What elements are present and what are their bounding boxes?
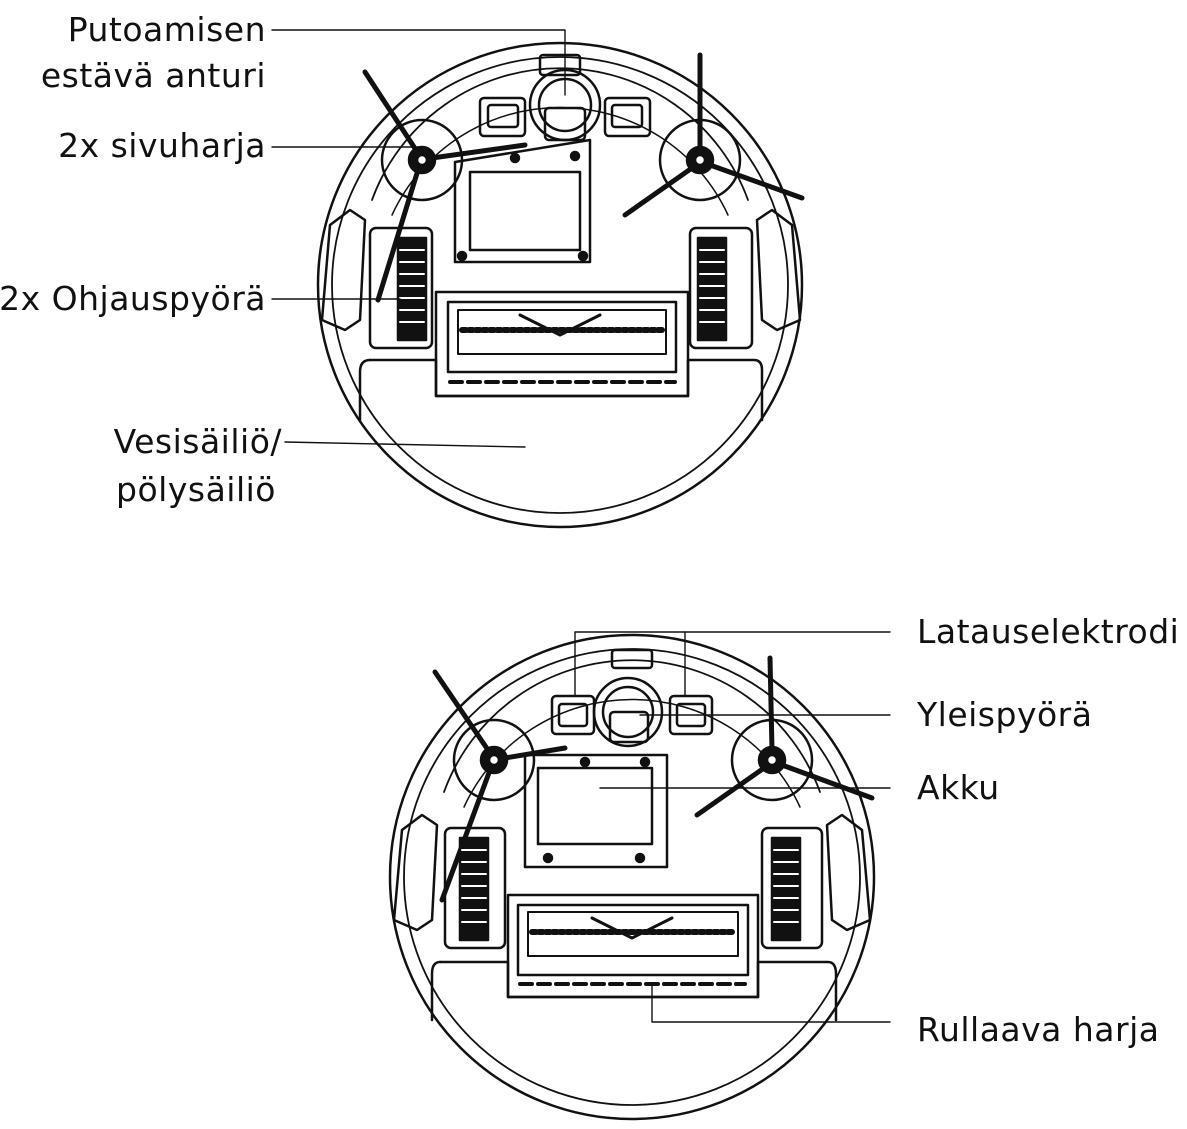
tank-top xyxy=(368,358,764,422)
side-brush-top-right xyxy=(622,52,805,218)
leader-tank xyxy=(284,441,526,448)
tank-bottom xyxy=(430,960,442,1022)
cliff-sensor-top-left xyxy=(478,96,527,138)
leader-charging-electrode xyxy=(574,631,891,696)
drive-wheel-bottom-left xyxy=(443,826,507,950)
label-charging-electrode: Latauselektrodi xyxy=(917,612,1180,651)
side-brush-top-left xyxy=(362,69,528,303)
charging-electrode-left xyxy=(550,694,596,736)
label-tank-line2: pölysäiliö xyxy=(116,470,276,509)
robot-top xyxy=(316,41,805,529)
label-side-brush: 2x sivuharja xyxy=(58,126,266,165)
label-universal-wheel: Yleispyörä xyxy=(917,695,1093,734)
label-tank-line1: Vesisäiliö/ xyxy=(113,422,282,461)
battery-bottom xyxy=(523,753,669,869)
side-brush-bottom-right xyxy=(694,655,875,818)
roller-brush-top xyxy=(434,290,690,398)
label-drive-wheel: 2x Ohjauspyörä xyxy=(0,279,266,318)
drive-wheel-top-right xyxy=(688,226,754,350)
label-cliff-sensor-line2: estävä anturi xyxy=(40,56,266,95)
leader-lines xyxy=(271,29,891,1023)
battery-top xyxy=(453,138,592,264)
label-cliff-sensor-line1: Putoamisen xyxy=(67,10,266,49)
leader-cliff-sensor xyxy=(271,29,566,96)
roller-brush-bottom xyxy=(506,893,760,999)
leader-roller-brush xyxy=(651,984,891,1023)
robot-bottom-body xyxy=(388,633,876,1121)
label-battery: Akku xyxy=(917,768,1000,807)
drive-wheel-bottom-right xyxy=(760,826,824,950)
label-roller-brush: Rullaava harja xyxy=(917,1010,1160,1049)
universal-wheel-bottom xyxy=(592,648,664,748)
robot-top-body xyxy=(316,41,804,529)
drive-wheel-top-left xyxy=(368,226,434,350)
robot-bottom xyxy=(388,633,876,1121)
cliff-sensor-top-right xyxy=(603,96,652,138)
side-brush-bottom-left xyxy=(432,669,568,903)
